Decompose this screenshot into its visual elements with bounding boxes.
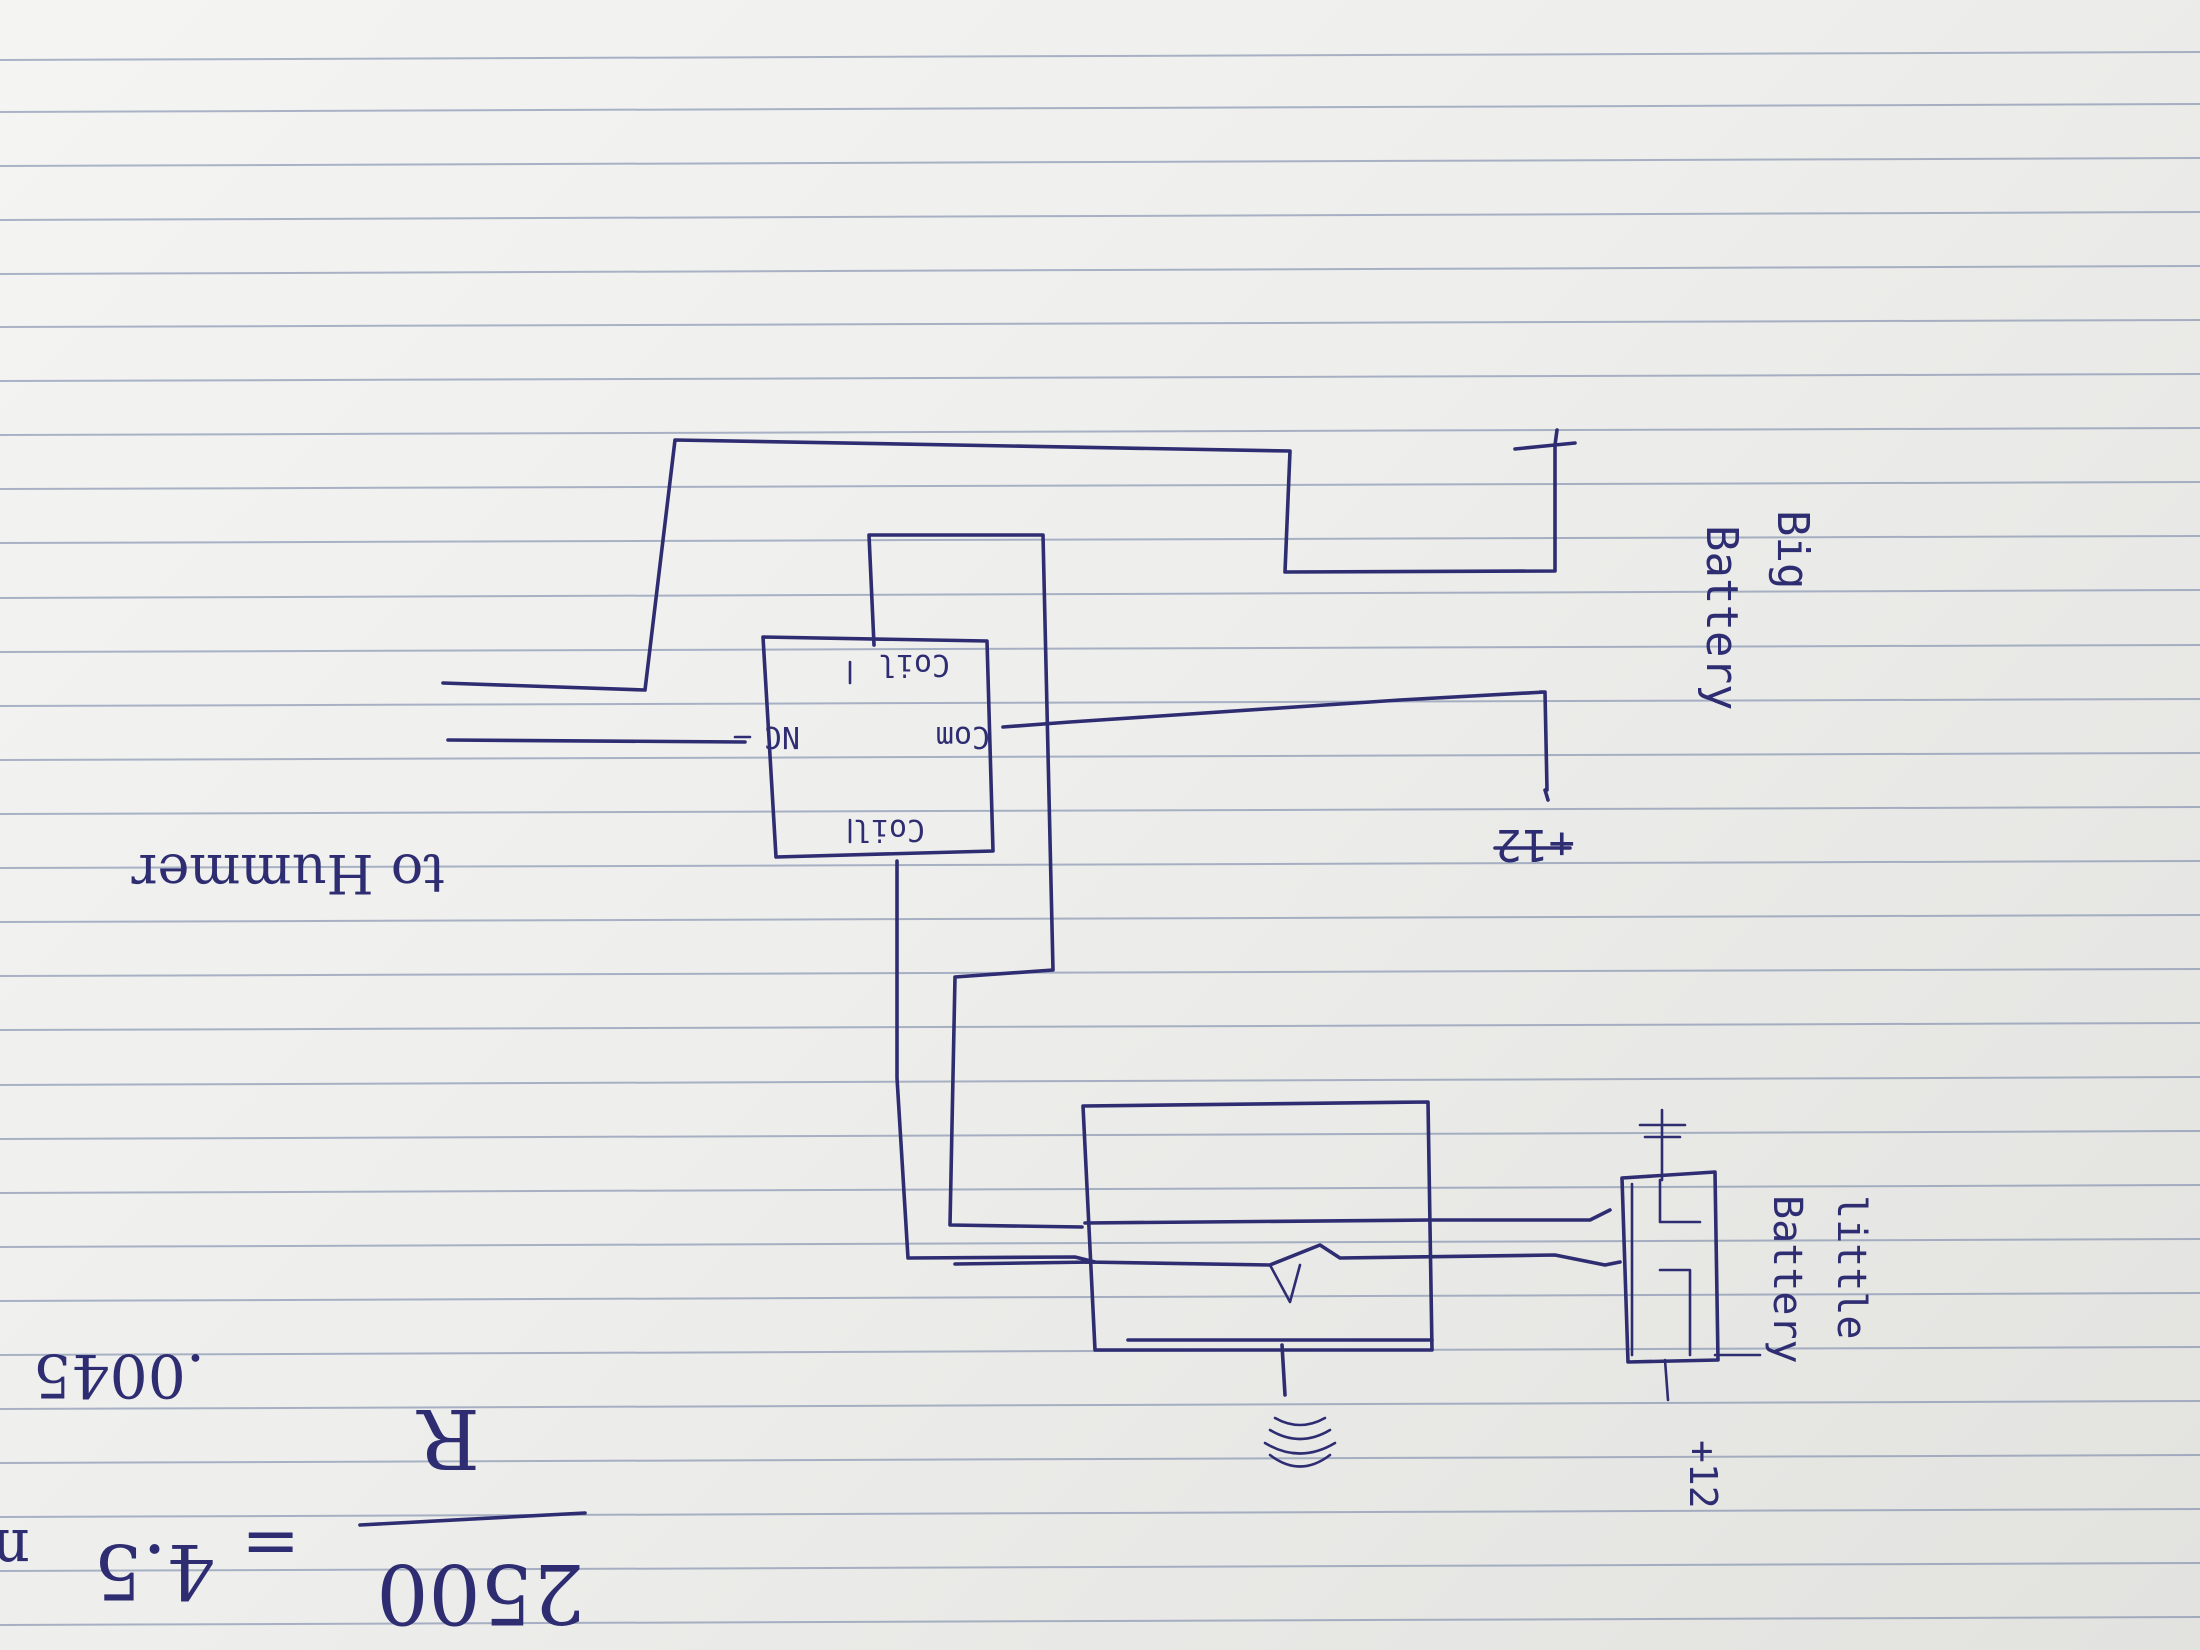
wire-coil-top bbox=[867, 533, 1084, 1229]
little-battery-label-line2: Battery bbox=[1764, 1195, 1810, 1364]
big-battery-plus-label: +12 bbox=[1496, 819, 1575, 870]
big-battery-terminal-plus bbox=[1493, 788, 1572, 850]
little-battery-cell-inner bbox=[1630, 1178, 1762, 1357]
little-battery-label-line1: little bbox=[1828, 1195, 1874, 1340]
switch-internal-line-mid bbox=[1083, 1243, 1622, 1267]
ruled-lines bbox=[0, 51, 2200, 1626]
big-battery-label-line2: Battery bbox=[1696, 525, 1747, 710]
relay bbox=[733, 635, 995, 859]
formula-denominator: R bbox=[416, 1390, 480, 1485]
wire-com-to-big-battery-positive bbox=[1001, 690, 1549, 792]
relay-label-nc: NC bbox=[764, 719, 800, 754]
relay-label-coil-bottom: Coil bbox=[853, 812, 925, 847]
formula-fraction-bar bbox=[358, 1511, 587, 1527]
formula: 2500 R = 4.5 m .0045 bbox=[0, 1340, 587, 1640]
relay-label-coil-top: Coil bbox=[878, 647, 950, 682]
little-battery bbox=[1620, 1108, 1762, 1402]
switch-lever bbox=[1268, 1263, 1302, 1304]
relay-box bbox=[761, 635, 995, 859]
little-battery-body bbox=[1620, 1170, 1720, 1364]
little-battery-plus-label: +12 bbox=[1681, 1440, 1725, 1509]
wire-nc-input bbox=[446, 738, 747, 744]
formula-time: .0045 bbox=[33, 1340, 205, 1410]
formula-equals: = bbox=[241, 1503, 300, 1585]
to-hummer-label: to Hummer bbox=[131, 842, 445, 905]
formula-result: 4.5 bbox=[94, 1527, 215, 1616]
switch-module-box bbox=[1081, 1100, 1434, 1352]
switch-module bbox=[1081, 1100, 1622, 1468]
formula-numerator: 2500 bbox=[376, 1545, 585, 1640]
relay-pin-stub bbox=[733, 660, 852, 844]
little-battery-terminal-bottom bbox=[1663, 1358, 1670, 1402]
switch-internal-line-top bbox=[1083, 1208, 1612, 1225]
relay-label-com: Com bbox=[936, 719, 990, 754]
big-battery-label-line1: Big bbox=[1767, 510, 1818, 589]
ground-wire bbox=[1280, 1343, 1287, 1397]
wire-coil-bottom bbox=[895, 859, 1097, 1266]
formula-result-suffix: m bbox=[0, 1515, 30, 1585]
wire-feed-to-big-battery-negative bbox=[441, 428, 1577, 692]
little-battery-terminal-top bbox=[1638, 1108, 1687, 1182]
ground-symbol bbox=[1263, 1416, 1337, 1468]
